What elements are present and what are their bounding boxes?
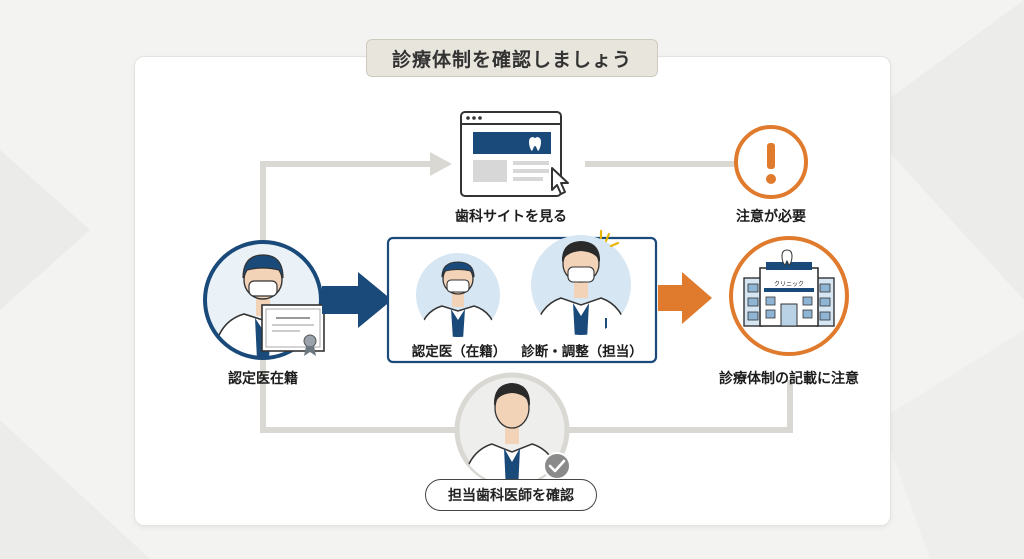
label-clinic: 診療体制の記載に注意 — [719, 371, 859, 387]
gray-arrowhead — [430, 152, 452, 176]
clinic-sign-text: クリニック — [774, 281, 804, 288]
browser-window-icon — [460, 111, 569, 197]
check-icon — [543, 452, 571, 480]
connector-lines — [260, 161, 793, 433]
label-team-certified: 認定医（在籍） — [411, 344, 507, 360]
certificate-icon — [261, 304, 325, 356]
page-title: 診療体制を確認しましょう — [366, 39, 658, 77]
label-caution: 注意が必要 — [736, 209, 806, 225]
label-website: 歯科サイトを見る — [455, 209, 567, 225]
exclamation-icon — [734, 125, 808, 199]
label-team-treating: 診断・調整（担当） — [521, 344, 643, 360]
navy-arrow — [322, 272, 392, 328]
assigned-doctor-avatar — [454, 372, 570, 488]
label-certified-doctor: 認定医在籍 — [228, 371, 298, 387]
orange-arrow — [658, 272, 712, 324]
team-certified-avatar — [416, 253, 500, 337]
clinic-icon: クリニック — [729, 236, 849, 356]
label-assigned-doctor: 担当歯科医師を確認 — [425, 479, 597, 511]
